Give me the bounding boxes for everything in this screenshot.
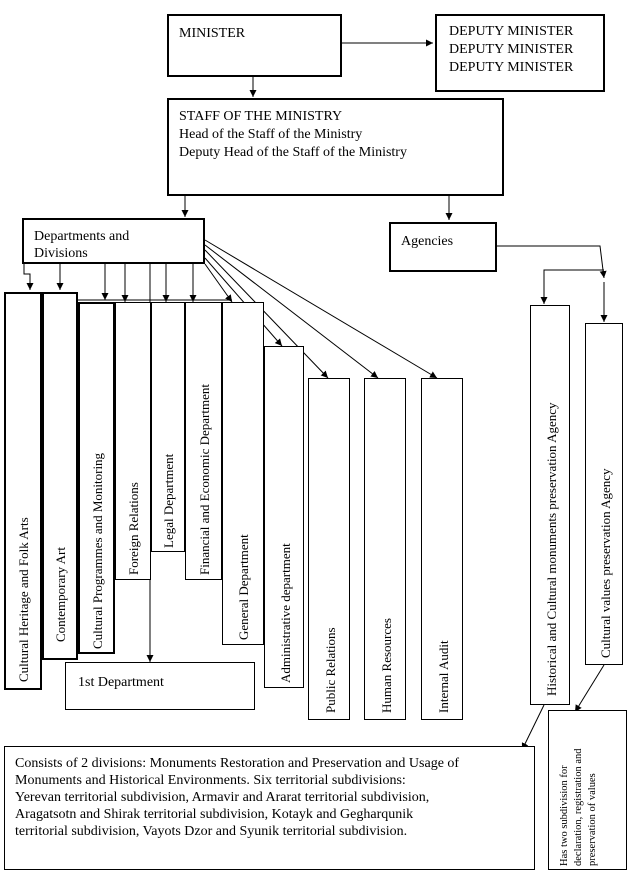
arrow-historical-note	[521, 704, 545, 751]
arrow-to-cultural-heritage	[23, 264, 34, 290]
dept-label: Administrative department	[278, 543, 293, 683]
dept-label: Public Relations	[323, 627, 338, 713]
dept-financial: Financial and Economic Department	[185, 302, 222, 580]
deputy-minister-label: DEPUTY MINISTER	[449, 42, 574, 57]
dept-label: Contemporary Art	[53, 547, 68, 642]
staff-deputy-head: Deputy Head of the Staff of the Ministry	[179, 145, 407, 160]
arrow-to-general	[204, 263, 233, 303]
deputy-minister-label: DEPUTY MINISTER	[449, 60, 574, 75]
note-line: Has two subdivision for	[559, 765, 570, 866]
departments-label: Divisions	[34, 246, 88, 261]
note-line: declaration, registration and	[573, 748, 584, 867]
arrow-to-internal-audit	[204, 239, 438, 379]
arrow-cultural-values-note	[574, 664, 605, 713]
agencies-connector	[497, 245, 607, 279]
agency-cultural-values: Cultural values preservation Agency	[585, 323, 623, 665]
staff-head: Head of the Staff of the Ministry	[179, 127, 363, 142]
dept-label: General Department	[236, 534, 251, 640]
staff-title: STAFF OF THE MINISTRY	[179, 109, 343, 124]
note-line: Consists of 2 divisions: Monuments Resto…	[15, 756, 460, 771]
agencies-box: Agencies	[389, 222, 497, 272]
dept-label: Cultural Programmes and Monitoring	[90, 452, 105, 649]
dept-general: General Department	[222, 302, 264, 645]
dept-label: Financial and Economic Department	[197, 384, 212, 575]
dept-label: Internal Audit	[436, 640, 451, 713]
staff-box: STAFF OF THE MINISTRY Head of the Staff …	[167, 98, 504, 196]
agency-label: Cultural values preservation Agency	[598, 468, 613, 658]
dept-public-relations: Public Relations	[308, 378, 350, 720]
arrow-to-human-resources	[204, 244, 379, 379]
note-line: Monuments and Historical Environments. S…	[15, 773, 406, 788]
note-line: territorial subdivision, Vayots Dzor and…	[15, 824, 408, 839]
minister-box: MINISTER	[167, 14, 342, 77]
agency-label: Historical and Cultural monuments preser…	[544, 402, 559, 696]
dept-legal: Legal Department	[151, 302, 185, 552]
dept-label: Foreign Relations	[126, 482, 141, 575]
cultural-values-note: Has two subdivision for declaration, reg…	[548, 710, 627, 870]
dept-contemporary-art: Contemporary Art	[42, 292, 78, 660]
note-line: preservation of values	[587, 773, 598, 866]
note-line: Aragatsotn and Shirak territorial subdiv…	[15, 807, 414, 822]
dept-label: Human Resources	[379, 618, 394, 713]
dept-internal-audit: Internal Audit	[421, 378, 463, 720]
first-department-label: 1st Department	[78, 675, 164, 690]
dept-foreign-relations: Foreign Relations	[115, 302, 151, 580]
dept-label: Legal Department	[161, 453, 176, 548]
arrow-to-public-relations	[204, 249, 329, 379]
first-department-box: 1st Department	[65, 662, 255, 710]
departments-box: Departments and Divisions	[22, 218, 205, 264]
note-line: Yerevan territorial subdivision, Armavir…	[15, 790, 430, 805]
deputy-minister-label: DEPUTY MINISTER	[449, 24, 574, 39]
deputy-minister-box: DEPUTY MINISTER DEPUTY MINISTER DEPUTY M…	[435, 14, 605, 92]
departments-label: Departments and	[34, 229, 130, 244]
agency-historical-cultural: Historical and Cultural monuments preser…	[530, 305, 570, 705]
dept-administrative: Administrative department	[264, 346, 304, 688]
historical-agency-note: Consists of 2 divisions: Monuments Resto…	[4, 746, 535, 870]
dept-cultural-programmes: Cultural Programmes and Monitoring	[78, 302, 115, 654]
minister-label: MINISTER	[179, 26, 246, 41]
dept-cultural-heritage: Cultural Heritage and Folk Arts	[4, 292, 42, 690]
agencies-label: Agencies	[401, 234, 454, 249]
dept-label: Cultural Heritage and Folk Arts	[16, 517, 31, 682]
dept-human-resources: Human Resources	[364, 378, 406, 720]
